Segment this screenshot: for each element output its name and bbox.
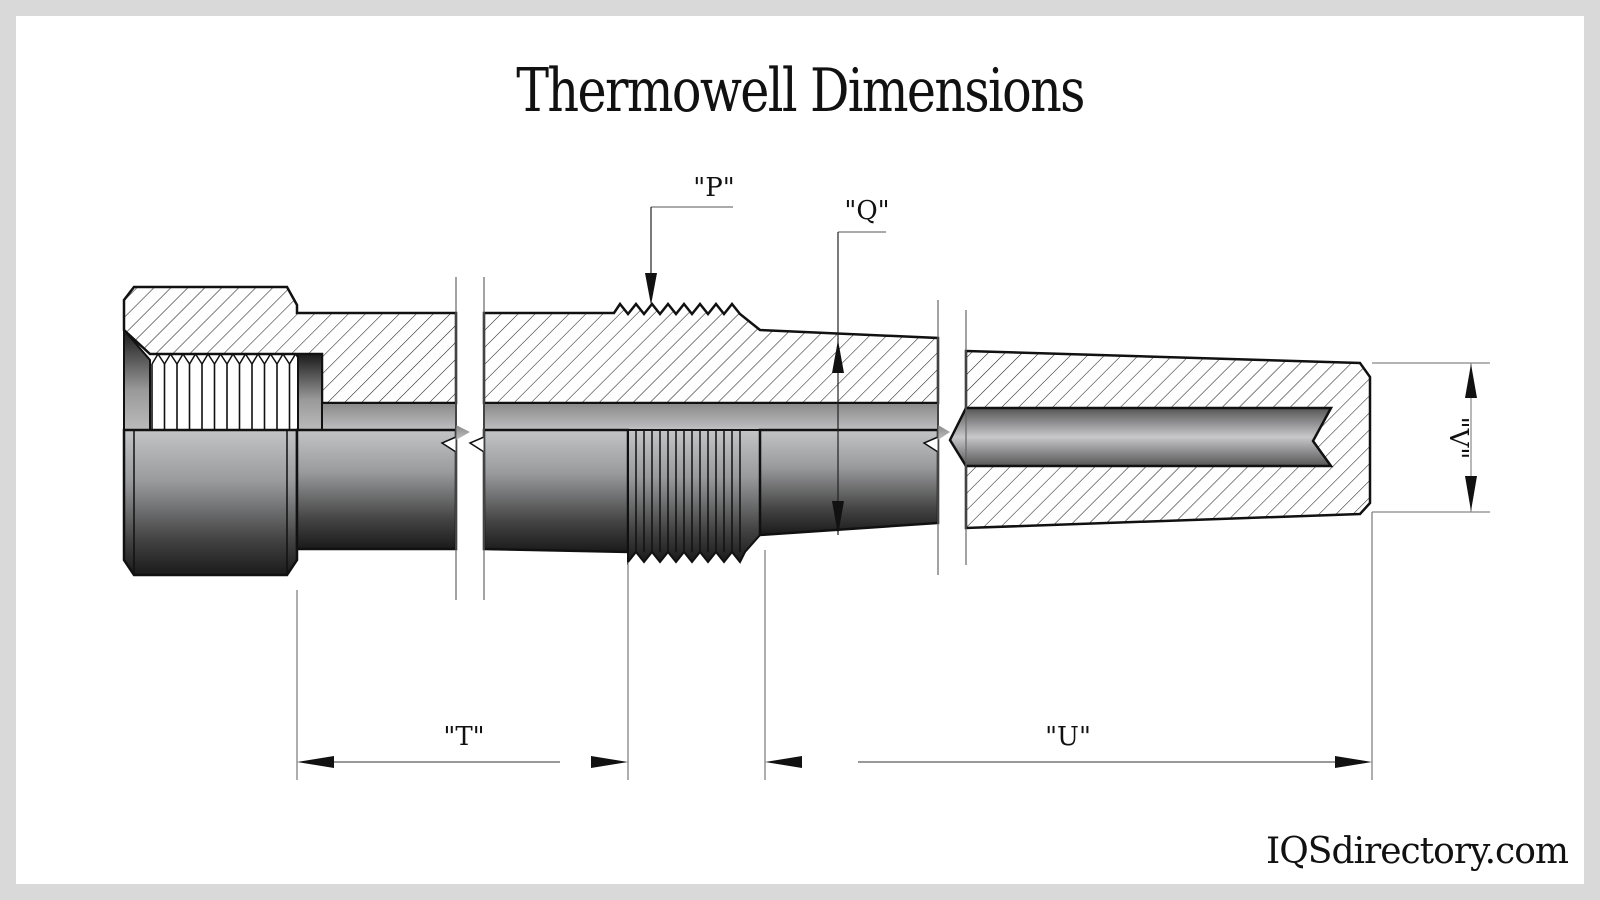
diagram-title: Thermowell Dimensions: [516, 56, 1085, 126]
label-v: "V": [1443, 417, 1473, 460]
thread-tooth: [213, 352, 228, 365]
label-t: "T": [443, 722, 484, 752]
dimension-u: "U": [764, 512, 1373, 780]
label-u: "U": [1045, 722, 1091, 752]
thread-tooth: [188, 352, 203, 365]
dimension-p: "P": [645, 173, 735, 305]
break-lines: [455, 277, 967, 600]
thread-tooth: [238, 352, 253, 365]
bore-band-2: [483, 402, 939, 431]
thread-tooth: [263, 352, 278, 365]
internal-thread-teeth: [151, 352, 303, 430]
dimension-t: "T": [296, 562, 629, 780]
mid-section: [468, 301, 950, 565]
shank-1: [295, 428, 458, 551]
tip-bore: [948, 406, 1334, 468]
thread-relief: [297, 353, 323, 431]
tip-section: [948, 349, 1372, 530]
thread-tooth: [251, 352, 266, 365]
head-body: [122, 428, 299, 577]
dimension-q: "Q": [832, 196, 890, 535]
label-q: "Q": [844, 196, 889, 226]
thread-tooth: [226, 352, 241, 365]
mid-wall-section: [482, 301, 940, 405]
taper-1: [758, 428, 940, 537]
thread-tooth: [276, 352, 291, 365]
thread-tooth: [151, 352, 166, 365]
head-section: [122, 285, 470, 577]
label-p: "P": [693, 173, 734, 203]
brand-watermark: IQSdirectory.com: [1266, 831, 1569, 872]
thread-tooth: [201, 352, 216, 365]
shank-2: [482, 428, 630, 554]
bore-band-1: [321, 402, 457, 431]
dimension-v: "V": [1372, 362, 1490, 513]
thread-tooth: [163, 352, 178, 365]
external-thread: [627, 429, 761, 565]
thread-tooth: [176, 352, 191, 365]
external-thread-lines: [627, 431, 741, 552]
